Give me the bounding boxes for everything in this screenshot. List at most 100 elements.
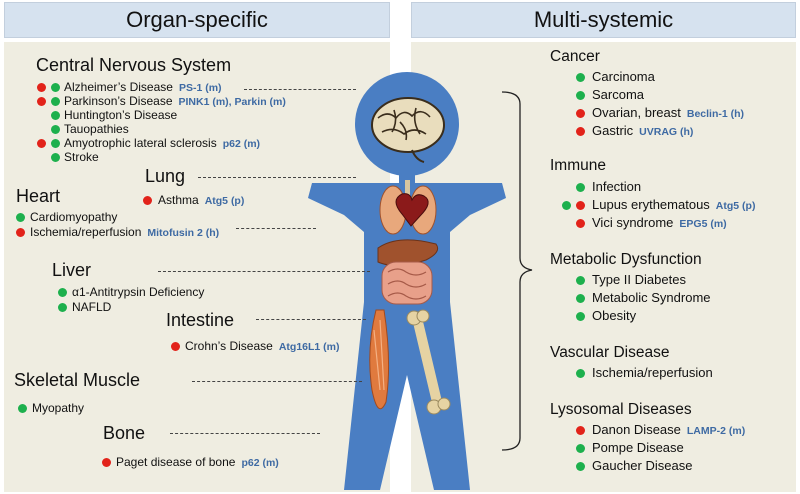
red-dot: [576, 426, 585, 435]
multi-systemic-title: Multi-systemic: [533, 7, 674, 32]
green-dot: [576, 369, 585, 378]
gene-label: Atg5 (p): [204, 195, 245, 207]
cancer-title: Cancer: [550, 48, 600, 65]
green-dot: [16, 213, 25, 222]
organ-specific-title: Organ-specific: [126, 7, 268, 32]
red-dot: [171, 342, 180, 351]
gene-label: EPG5 (m): [679, 218, 727, 230]
legs: [344, 302, 470, 490]
heart-title: Heart: [16, 186, 61, 206]
green-dot: [51, 153, 60, 162]
green-dot: [576, 183, 585, 192]
green-dot: [58, 303, 67, 312]
multi-systemic-bracket: [501, 91, 533, 451]
bone-title: Bone: [103, 423, 146, 443]
green-dot: [576, 294, 585, 303]
red-dot: [576, 201, 585, 210]
gene-label: Mitofusin 2 (h): [147, 227, 220, 239]
metabolic-title: Metabolic Dysfunction: [550, 251, 702, 268]
cns-connector: [244, 89, 356, 90]
red-dot: [37, 83, 46, 92]
brain-icon: [371, 97, 445, 163]
intestine-connector: [256, 319, 366, 320]
gene-label: Beclin-1 (h): [686, 108, 745, 120]
green-dot: [58, 288, 67, 297]
green-dot: [576, 444, 585, 453]
green-dot: [562, 201, 571, 210]
gene-label: Atg5 (p): [715, 200, 756, 212]
green-dot: [51, 139, 60, 148]
lysosomal-item: Pompe Disease: [592, 440, 684, 455]
gene-label: UVRAG (h): [639, 126, 694, 138]
green-dot: [51, 111, 60, 120]
heart-item: Cardiomyopathy: [30, 210, 118, 224]
bone-connector: [170, 433, 320, 434]
intestine-title: Intestine: [166, 310, 235, 330]
green-dot: [18, 404, 27, 413]
metabolic-item: Type II Diabetes: [592, 272, 686, 287]
organ-specific-header: Organ-specific: [4, 2, 390, 38]
muscle-item: Myopathy: [32, 401, 85, 415]
metabolic-item: Obesity: [592, 308, 637, 323]
intestine-icon: [381, 261, 433, 305]
gene-label: p62 (m): [241, 457, 279, 469]
green-dot: [51, 125, 60, 134]
cns-item: Huntington’s Disease: [64, 108, 178, 122]
vascular-item: Ischemia/reperfusion: [592, 365, 713, 380]
multi-systemic-panel: [411, 42, 796, 492]
neck: [399, 170, 415, 184]
gene-label: LAMP-2 (m): [686, 425, 746, 437]
vascular-title: Vascular Disease: [550, 344, 670, 361]
liver-connector: [158, 271, 370, 272]
red-dot: [102, 458, 111, 467]
bone-icon: [406, 309, 451, 415]
green-dot: [51, 97, 60, 106]
multi-systemic-header: Multi-systemic: [411, 2, 796, 38]
muscle-title: Skeletal Muscle: [14, 370, 141, 390]
metabolic-item: Metabolic Syndrome: [592, 290, 711, 305]
liver-item: α1-Antitrypsin Deficiency: [72, 285, 205, 299]
heart-connector: [236, 228, 316, 229]
liver-item: NAFLD: [72, 300, 112, 314]
gene-label: PINK1 (m), Parkin (m): [178, 96, 286, 108]
liver-title: Liver: [52, 260, 92, 280]
cns-item: Stroke: [64, 150, 99, 164]
organ-specific-panel: [4, 42, 390, 492]
cns-title: Central Nervous System: [36, 55, 232, 75]
lung-title: Lung: [145, 166, 186, 186]
green-dot: [576, 312, 585, 321]
green-dot: [576, 91, 585, 100]
gene-label: p62 (m): [222, 138, 261, 150]
green-dot: [576, 462, 585, 471]
green-dot: [51, 83, 60, 92]
heart-icon: [395, 193, 429, 227]
red-dot: [37, 97, 46, 106]
muscle-icon: [369, 309, 390, 410]
cancer-item: Carcinoma: [592, 69, 655, 84]
cns-item: Tauopathies: [64, 122, 129, 136]
cancer-item: Sarcoma: [592, 87, 645, 102]
muscle-connector: [192, 381, 362, 382]
green-dot: [576, 73, 585, 82]
immune-item: Infection: [592, 179, 642, 194]
lysosomal-item: Gaucher Disease: [592, 458, 693, 473]
red-dot: [576, 127, 585, 136]
gene-label: PS-1 (m): [178, 82, 222, 94]
lysosomal-title: Lysosomal Diseases: [550, 401, 692, 418]
red-dot: [37, 139, 46, 148]
red-dot: [576, 219, 585, 228]
lung-connector: [198, 177, 356, 178]
